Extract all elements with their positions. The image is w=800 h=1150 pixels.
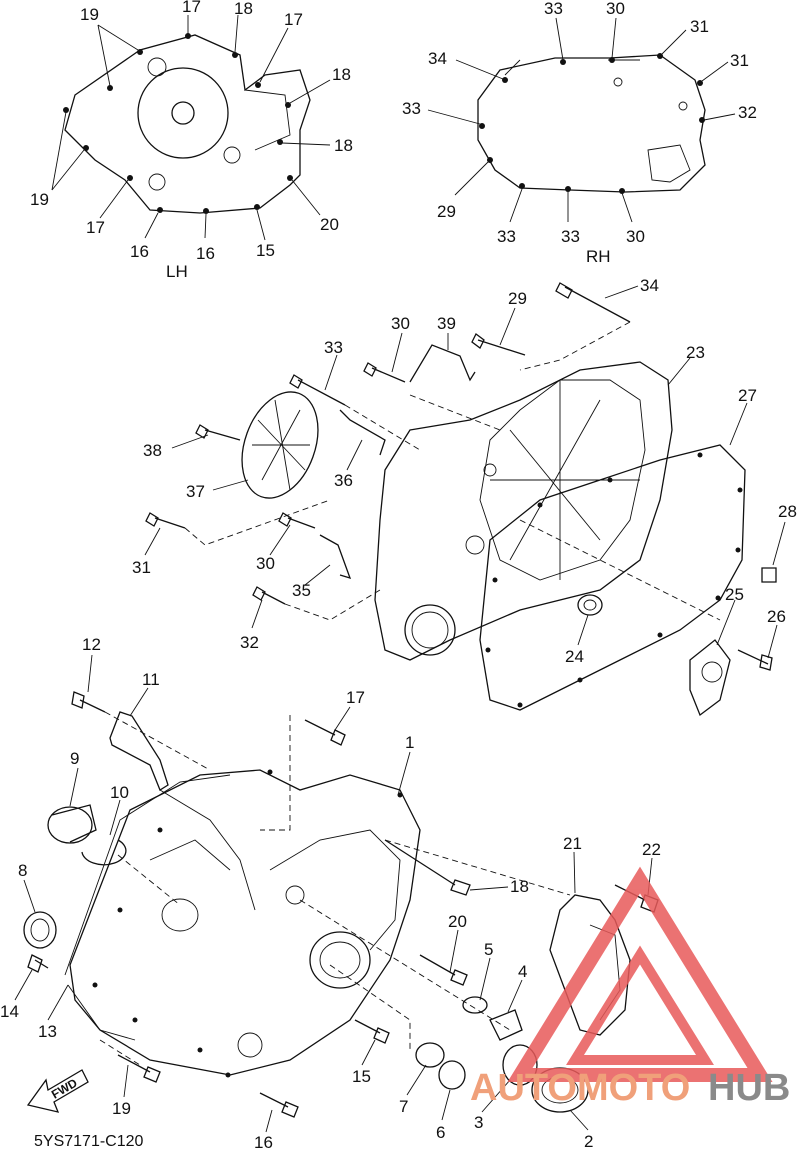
fwd-arrow-icon: FWD xyxy=(26,1069,89,1113)
callout-27: 27 xyxy=(738,386,757,405)
callout-18d: 18 xyxy=(510,877,529,896)
callout-10: 10 xyxy=(110,783,129,802)
callout-29b: 29 xyxy=(508,289,527,308)
callout-6: 6 xyxy=(436,1123,445,1142)
callout-17a: 17 xyxy=(182,0,201,16)
rh-gasket-view: 33 30 31 34 31 33 32 29 33 33 30 RH xyxy=(402,0,757,266)
callout-7: 7 xyxy=(399,1097,408,1116)
callout-8: 8 xyxy=(18,861,27,880)
callout-22: 22 xyxy=(642,840,661,859)
callout-28: 28 xyxy=(778,502,797,521)
callout-23: 23 xyxy=(686,343,705,362)
callout-4: 4 xyxy=(518,962,527,981)
watermark-text-main: AUTOMOTO xyxy=(470,1067,690,1109)
diagram-code: 5YS7171-C120 xyxy=(34,1133,144,1150)
callout-15a: 15 xyxy=(256,241,275,260)
callout-31a: 31 xyxy=(690,17,709,36)
callout-25: 25 xyxy=(725,585,744,604)
lh-cover-assembly: 12 11 17 1 9 10 21 22 8 18 20 5 4 14 13 … xyxy=(0,635,661,1150)
callout-32a: 32 xyxy=(738,103,757,122)
callout-19a: 19 xyxy=(80,5,99,24)
view-label-rh: RH xyxy=(586,247,611,266)
callout-34b: 34 xyxy=(640,276,659,295)
callout-33b: 33 xyxy=(402,99,421,118)
callout-16a: 16 xyxy=(130,242,149,261)
callout-38: 38 xyxy=(143,441,162,460)
callout-32b: 32 xyxy=(240,633,259,652)
rh-cover-assembly: 34 29 30 39 23 33 38 36 27 37 31 30 28 3… xyxy=(132,276,797,717)
callout-13: 13 xyxy=(38,1022,57,1041)
watermark-text-hub: HUB xyxy=(708,1067,790,1109)
callout-18b: 18 xyxy=(332,65,351,84)
callout-1: 1 xyxy=(405,733,414,752)
callout-18c: 18 xyxy=(334,136,353,155)
callout-31b: 31 xyxy=(730,51,749,70)
callout-11: 11 xyxy=(142,670,160,689)
watermark-logo xyxy=(507,866,773,1082)
callout-26: 26 xyxy=(767,607,786,626)
callout-12: 12 xyxy=(82,635,101,654)
callout-31c: 31 xyxy=(132,558,151,577)
callout-14: 14 xyxy=(0,1002,19,1021)
callout-35: 35 xyxy=(292,581,311,600)
callout-17b: 17 xyxy=(284,10,303,29)
callout-18a: 18 xyxy=(234,0,253,18)
callout-30c: 30 xyxy=(391,314,410,333)
callout-33c: 33 xyxy=(497,227,516,246)
callout-20a: 20 xyxy=(320,215,339,234)
callout-2: 2 xyxy=(584,1132,593,1150)
callout-19b: 19 xyxy=(30,190,49,209)
callout-3: 3 xyxy=(474,1113,483,1132)
callout-15b: 15 xyxy=(352,1067,371,1086)
callout-5: 5 xyxy=(484,940,493,959)
callout-37: 37 xyxy=(186,482,205,501)
callout-21: 21 xyxy=(563,834,582,853)
callout-33a: 33 xyxy=(544,0,563,18)
callout-30d: 30 xyxy=(256,554,275,573)
callout-34a: 34 xyxy=(428,49,447,68)
callout-19c: 19 xyxy=(112,1099,131,1118)
callout-16c: 16 xyxy=(254,1133,273,1150)
callout-16b: 16 xyxy=(196,244,215,263)
callout-33e: 33 xyxy=(324,338,343,357)
fwd-label: FWD xyxy=(49,1076,80,1102)
callout-17d: 17 xyxy=(346,688,365,707)
callout-20b: 20 xyxy=(448,912,467,931)
view-label-lh: LH xyxy=(166,262,188,281)
callout-33d: 33 xyxy=(561,227,580,246)
lh-gasket-view: 19 17 18 17 18 18 19 17 16 16 15 20 LH xyxy=(30,0,353,281)
callout-24: 24 xyxy=(565,647,584,666)
callout-17c: 17 xyxy=(86,218,105,237)
callout-29a: 29 xyxy=(437,202,456,221)
callout-36: 36 xyxy=(334,471,353,490)
callout-9: 9 xyxy=(70,749,79,768)
callout-39: 39 xyxy=(437,314,456,333)
callout-30b: 30 xyxy=(626,227,645,246)
callout-30a: 30 xyxy=(606,0,625,18)
